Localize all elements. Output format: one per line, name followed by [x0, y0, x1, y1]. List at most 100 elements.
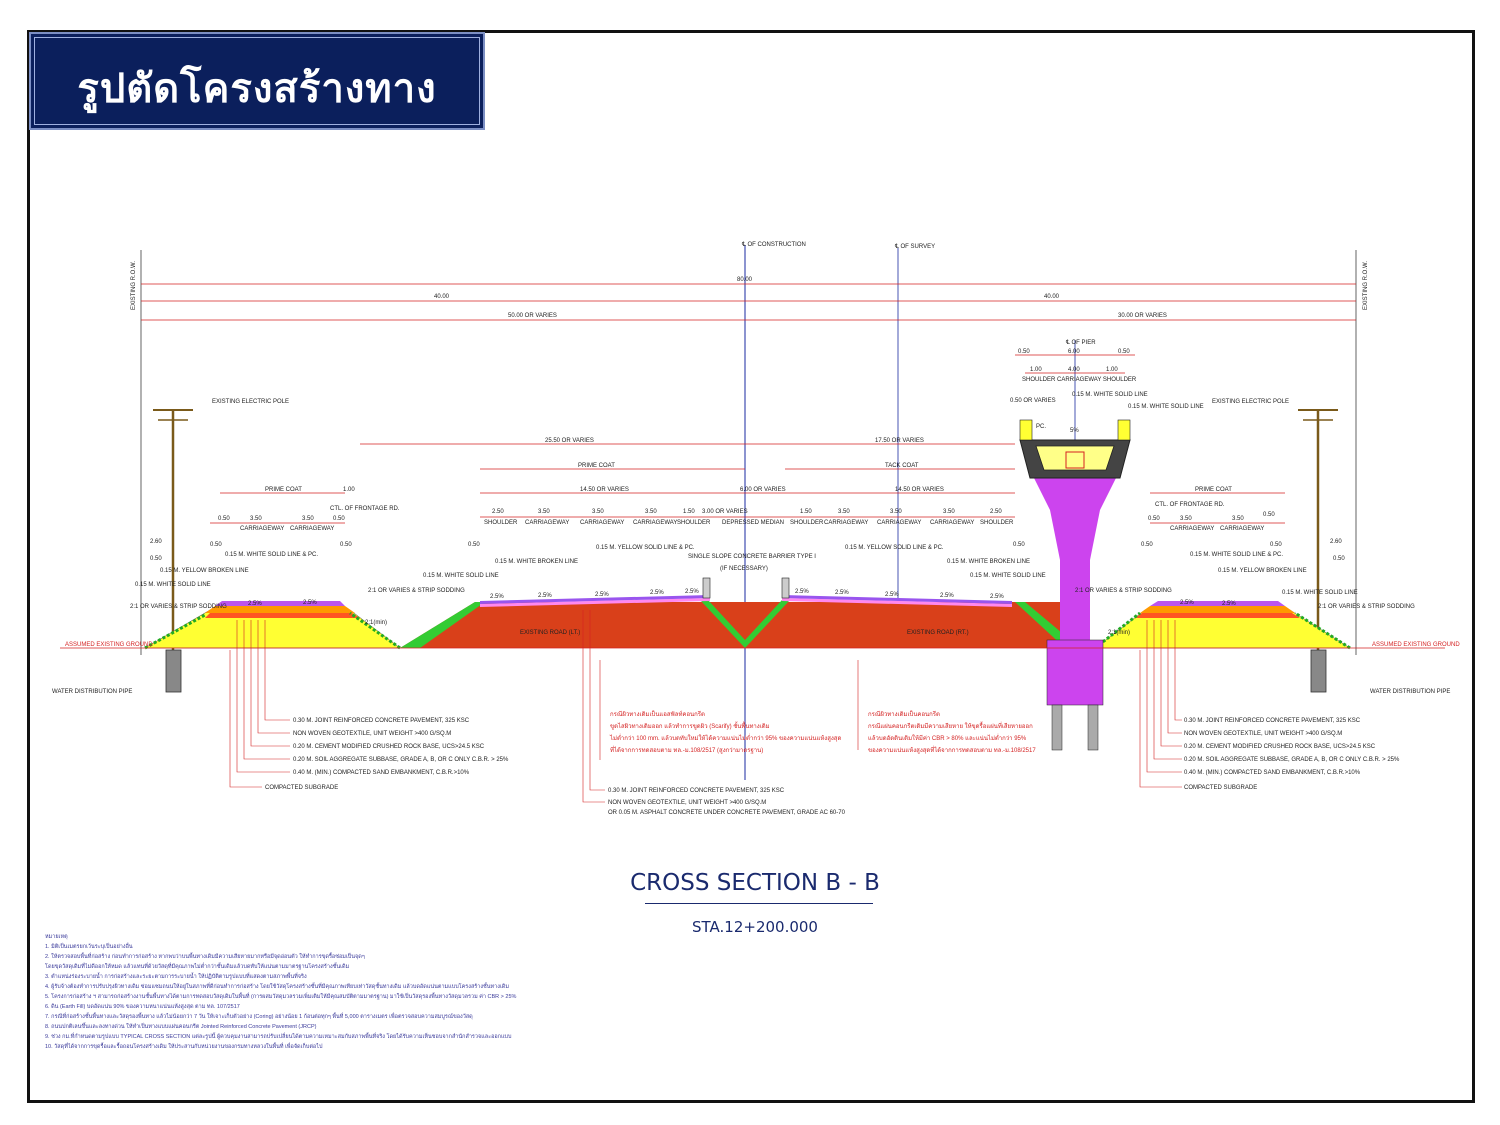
w-shoulder-lt: 2.50: [492, 509, 504, 515]
pct-fr-rt-1: 2.5%: [1180, 600, 1194, 606]
note-item: 3. ตำแหน่งร่องระบายน้ำ การก่อสร้างและระย…: [45, 974, 307, 980]
lbl-cw3-lt: CARRIAGEWAY: [633, 520, 677, 526]
ann-wsl-pc-lt: 0.15 M. WHITE SOLID LINE & PC.: [225, 552, 318, 558]
pct-fr-rt-2: 2.5%: [1222, 601, 1236, 607]
lbl-median: DEPRESSED MEDIAN: [722, 520, 784, 526]
section-title: CROSS SECTION B - B: [630, 870, 880, 896]
w-cw2-rt: 3.50: [890, 509, 902, 515]
w-cw1-lt: 3.50: [538, 509, 550, 515]
layer-rt-3: 0.20 M. SOIL AGGREGATE SUBBASE, GRADE A,…: [1184, 757, 1400, 763]
pct-rt-1: 2.5%: [795, 589, 809, 595]
pier-centerline-label: ℄ OF PIER: [1065, 340, 1096, 346]
main-w050-lt: 0.50: [468, 542, 480, 548]
row-label-left: EXISTING R.O.W.: [131, 261, 137, 310]
lbl-shoulder-rt: SHOULDER: [980, 520, 1014, 526]
ann-sod-rt2: 2:1 OR VARIES & STRIP SODDING: [1318, 604, 1415, 610]
note-rt-l2: แล้วบดอัดดินเดิมให้มีค่า CBR > 80% และแน…: [868, 734, 1027, 742]
note-lt-heading: กรณีผิวทางเดิมเป็นแอสฟัลท์คอนกรีต: [610, 709, 705, 718]
note-rt-l3: ของความแน่นแห้งสูงสุดที่ได้จากการทดสอบตา…: [868, 746, 1036, 754]
main-w050-rt: 0.50: [1013, 542, 1025, 548]
note-item: 2. ให้ตรวจสอบพื้นที่ก่อสร้าง ก่อนทำการก่…: [45, 954, 365, 960]
ann-ybl-rt: 0.15 M. YELLOW BROKEN LINE: [1218, 568, 1307, 574]
notes-block: หมายเหตุ 1. มิติเป็นเมตรยกเว้นระบุเป็นอย…: [45, 932, 605, 1052]
layer-rt-5: COMPACTED SUBGRADE: [1184, 785, 1257, 791]
fr-w050d-rt: 0.50: [1270, 542, 1282, 548]
pier-pc: PC.: [1036, 424, 1046, 430]
fr-w260-rt: 2.60: [1330, 539, 1342, 545]
overlay-note-lt: กรณีผิวทางเดิมเป็นแอสฟัลท์คอนกรีต ขูดไสผ…: [609, 709, 841, 754]
pole-label-right: EXISTING ELECTRIC POLE: [1212, 399, 1289, 405]
fr-cw1-lt: CARRIAGEWAY: [240, 526, 284, 532]
electric-pole-right: [1298, 409, 1338, 693]
ann-ybl-lt: 0.15 M. YELLOW BROKEN LINE: [160, 568, 249, 574]
tack-coat-label: TACK COAT: [885, 463, 919, 469]
dim-main-right: 17.50 OR VARIES: [875, 438, 924, 444]
lane-widths: 2.50 3.50 3.50 3.50 1.50 3.00 OR VARIES …: [150, 509, 1345, 562]
lbl-cw2-lt: CARRIAGEWAY: [580, 520, 624, 526]
dim-lt-width: 14.50 OR VARIES: [580, 487, 629, 493]
top-dimensions: [141, 283, 1356, 321]
overlay-2: OR 0.05 M. ASPHALT CONCRETE UNDER CONCRE…: [608, 810, 846, 816]
pct-rt-3: 2.5%: [885, 592, 899, 598]
note-item: 8. ถนนปกติเลนขึ้นและลงทางด่วน ให้ทำเป็นท…: [45, 1024, 317, 1030]
lbl-cw3-rt: CARRIAGEWAY: [930, 520, 974, 526]
pier-dim-400: 4.00: [1068, 367, 1080, 373]
pct-rt-2: 2.5%: [835, 590, 849, 596]
fr-w050-rt: 0.50: [1148, 516, 1160, 522]
pier-dim-100a: 1.00: [1030, 367, 1042, 373]
fr-w050e-rt: 0.50: [1333, 556, 1345, 562]
road-dimensions: [210, 443, 1285, 524]
lbl-shoulder-lt: SHOULDER: [484, 520, 518, 526]
ann-ysl-rt: 0.15 M. YELLOW SOLID LINE & PC.: [845, 545, 944, 551]
marking-annotations: 0.15 M. WHITE SOLID LINE & PC. 0.15 M. Y…: [130, 545, 1415, 636]
note-item: 1. มิติเป็นเมตรยกเว้นระบุเป็นอย่างอื่น: [45, 944, 133, 950]
layer-lt-2: 0.20 M. CEMENT MODIFIED CRUSHED ROCK BAS…: [293, 744, 485, 750]
lbl-shoulder-in-rt: SHOULDER: [790, 520, 824, 526]
pier-dim-100b: 1.00: [1106, 367, 1118, 373]
note-item: 10. วัสดุที่ได้จากการขุดรื้อและรื้อถอนโค…: [45, 1044, 323, 1050]
ann-slope-rt: 2:1(min): [1108, 630, 1130, 636]
assumed-ground-left: ASSUMED EXISTING GROUND: [65, 642, 153, 648]
row-label-right: EXISTING R.O.W.: [1363, 261, 1369, 310]
layer-rt-4: 0.40 M. (MIN.) COMPACTED SAND EMBANKMENT…: [1184, 770, 1361, 776]
pier-white-solid-2: 0.15 M. WHITE SOLID LINE: [1128, 404, 1204, 410]
fr-w050c-lt: 0.50: [210, 542, 222, 548]
fr-w350a-lt: 3.50: [250, 516, 262, 522]
existing-road-lt: EXISTING ROAD (LT.): [520, 630, 580, 636]
ann-sod-rt: 2:1 OR VARIES & STRIP SODDING: [1075, 588, 1172, 594]
construction-centerline-label: ℄ OF CONSTRUCTION: [741, 242, 806, 248]
main-road: [400, 577, 1095, 648]
pier-dim-050b: 0.50: [1118, 349, 1130, 355]
dim-half-right: 40.00: [1044, 294, 1060, 300]
fr-w350b-lt: 3.50: [302, 516, 314, 522]
fr-w050d-lt: 0.50: [340, 542, 352, 548]
station-label: STA.12+200.000: [692, 918, 818, 936]
dim-left-varies: 50.00 OR VARIES: [508, 313, 557, 319]
layer-callouts-right: 0.30 M. JOINT REINFORCED CONCRETE PAVEME…: [1139, 620, 1400, 791]
pct-fr-lt-2: 2.5%: [303, 600, 317, 606]
frontage-100: 1.00: [343, 487, 355, 493]
water-pipe-right: WATER DISTRIBUTION PIPE: [1370, 689, 1450, 695]
overlay-1: NON WOVEN GEOTEXTILE, UNIT WEIGHT >400 G…: [608, 800, 766, 806]
dim-rt-width: 14.50 OR VARIES: [895, 487, 944, 493]
note-item: โดยขุดวัสดุเดิมที่ไม่ดีออกให้หมด แล้วแทน…: [45, 964, 350, 970]
pole-label-left: EXISTING ELECTRIC POLE: [212, 399, 289, 405]
note-rt-heading: กรณีผิวทางเดิมเป็นคอนกรีต: [868, 709, 940, 718]
dim-right-varies: 30.00 OR VARIES: [1118, 313, 1167, 319]
note-lt-l1: ขูดไสผิวทางเดิมออก แล้วทำการขูดผิว (Scar…: [610, 720, 770, 730]
existing-road-rt: EXISTING ROAD (RT.): [907, 630, 969, 636]
electric-pole-left: [153, 409, 193, 693]
frontage-road-right: [1094, 601, 1351, 650]
frontage-prime-right: PRIME COAT: [1195, 487, 1232, 493]
ann-sod-lt: 2:1 OR VARIES & STRIP SODDING: [130, 604, 227, 610]
w-cw2-lt: 3.50: [592, 509, 604, 515]
overlay-note-rt: กรณีผิวทางเดิมเป็นคอนกรีต กรณีแผ่นคอนกรี…: [868, 709, 1036, 754]
survey-centerline-label: ℄ OF SURVEY: [894, 244, 935, 250]
water-pipe-left: WATER DISTRIBUTION PIPE: [52, 689, 132, 695]
fr-cw2-rt: CARRIAGEWAY: [1220, 526, 1264, 532]
dim-total: 80.00: [737, 277, 753, 283]
ann-wbl-rt: 0.15 M. WHITE BROKEN LINE: [947, 559, 1030, 565]
w-median: 3.00 OR VARIES: [702, 509, 748, 515]
frontage-road-left: [144, 601, 401, 650]
pier-lane-labels: SHOULDER CARRIAGEWAY SHOULDER: [1022, 377, 1137, 383]
